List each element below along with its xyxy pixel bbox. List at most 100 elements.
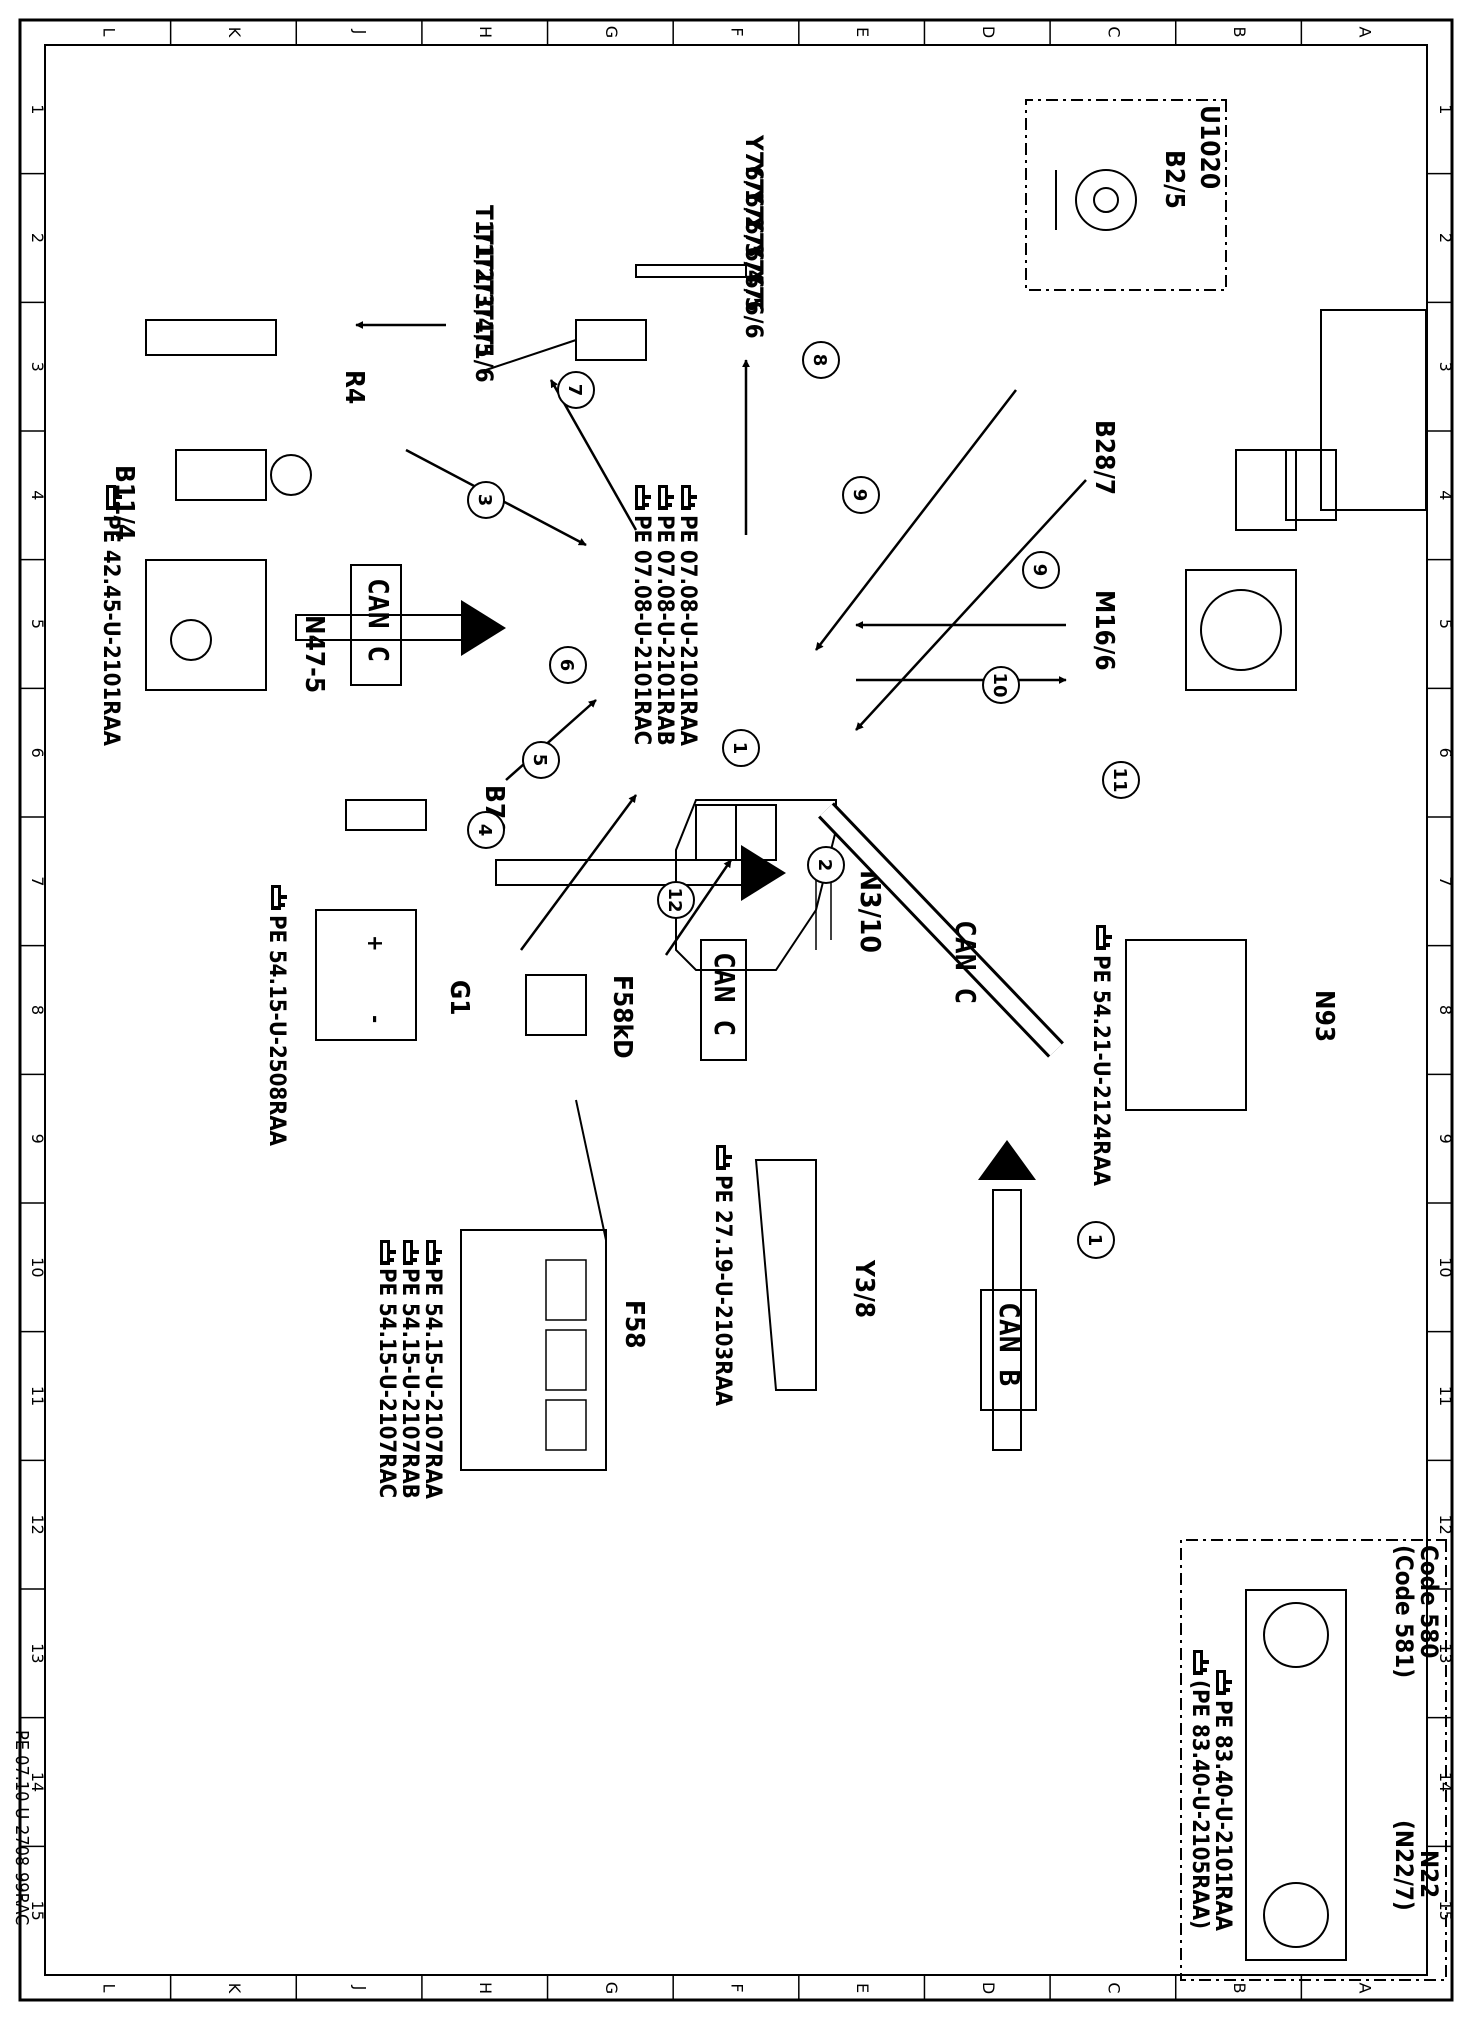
ref-n3-10-1: PE 07.08-U-2101RAA [675, 515, 700, 747]
n47-5-group: N47-5 PE 42.45-U-2101RAA [98, 485, 329, 747]
n22-box: Code 580 (Code 581) N22 (N22/7) PE 83.40… [1180, 1539, 1447, 1981]
m16-6-group: M16/6 [1089, 569, 1297, 691]
svg-text:-: - [362, 1015, 387, 1023]
battery-icon [315, 909, 417, 1041]
grid-col-label: L [99, 28, 118, 37]
number-badge [557, 371, 595, 409]
number-badge-label: 1 [729, 742, 750, 755]
grid-col-label: A [1356, 1983, 1375, 1994]
grid-col-label: A [1356, 27, 1375, 38]
b28-7-group: B28/7 [1089, 309, 1427, 531]
label-r4: R4 [339, 370, 369, 404]
grid-col-label: E [853, 1983, 872, 1993]
grid-col-label: B [1230, 1983, 1249, 1994]
ref-n22: PE 83.40-U-2101RAA [1210, 1700, 1235, 1932]
grid-row-label: 14 [28, 1772, 47, 1792]
svg-text:+: + [362, 935, 387, 952]
number-badge [549, 646, 587, 684]
f58kd-group: F58kD [525, 974, 637, 1059]
label-y76-4: Y76/4 [740, 215, 768, 285]
valve-body-icon [754, 1159, 817, 1391]
grid-col-label: H [476, 1982, 495, 1994]
label-y76-1: Y76/1 [740, 134, 768, 204]
grid-row-label: 9 [1436, 1134, 1455, 1144]
grid-col-label: J [351, 29, 370, 35]
number-badge-label: 1 [1084, 1234, 1105, 1247]
label-can-c-mid: CAN C [708, 952, 741, 1036]
ref-f58-3: PE 54.15-U-2107RAC [374, 1268, 399, 1498]
number-badge [522, 741, 560, 779]
coil-icon [575, 319, 647, 361]
label-y76-3: Y76/3 [740, 188, 768, 258]
u1020-box: U1020 B2/5 [1025, 99, 1227, 291]
y3-8-group: Y3/8 PE 27.19-U-2103RAA [710, 1145, 879, 1407]
label-can-c-left: CAN C [362, 578, 395, 662]
injector-icon [635, 264, 747, 278]
grid-row-label: 11 [28, 1386, 47, 1406]
grid-col-label: D [979, 1982, 998, 1994]
grid-col-label: E [853, 27, 872, 37]
grid-col-label: J [351, 1985, 370, 1991]
grid-row-label: 9 [28, 1134, 47, 1144]
grid-row-label: 12 [28, 1514, 47, 1534]
label-m16-6: M16/6 [1089, 590, 1119, 671]
ref-n3-10-3: PE 07.08-U-2101RAC [629, 515, 654, 745]
grid-row-label: 4 [1436, 490, 1455, 500]
can-c-bus-right: CAN C [818, 802, 1064, 1058]
connections [355, 321, 1087, 1241]
number-badge [807, 846, 845, 884]
rotated-content: N3/10 PE 07.08-U-2101RAA PE 07.08-U-2101… [11, 99, 1447, 1981]
ref-f58-1: PE 54.15-U-2107RAA [420, 1268, 445, 1500]
ref-f58-2: PE 54.15-U-2107RAB [397, 1268, 422, 1499]
number-badge-label: 8 [809, 354, 830, 367]
grid-row-label: 15 [1436, 1900, 1455, 1920]
number-badge [842, 476, 880, 514]
crank-sensor-icon [345, 799, 427, 831]
label-n22: N22 [1415, 1850, 1443, 1898]
pressure-sensor-icon [1320, 309, 1427, 511]
grid-row-label: 12 [1436, 1514, 1455, 1534]
label-y76-2: Y76/2 [740, 161, 768, 231]
grid-row-label: 6 [1436, 748, 1455, 758]
relay-icon [525, 974, 587, 1036]
grid-row-label: 5 [1436, 619, 1455, 629]
label-t1-2: T1/2 [470, 230, 498, 283]
throttle-icon [1185, 569, 1297, 691]
grid-row-label: 1 [1436, 104, 1455, 114]
r4-group: R4 [145, 319, 369, 404]
can-b-bus: CAN B [978, 1140, 1037, 1451]
number-badge [467, 811, 505, 849]
fuse-box-icon [460, 1229, 607, 1471]
label-t1-3: T1/3 [470, 255, 498, 308]
label-f58: F58 [619, 1300, 649, 1349]
grid-row-label: 7 [28, 876, 47, 886]
number-badge-label: 4 [474, 824, 495, 837]
grid-row-label: 7 [1436, 876, 1455, 886]
can-c-bus-left: CAN C [295, 564, 506, 686]
number-badge-label: 12 [664, 887, 685, 912]
label-code-580: Code 580 [1415, 1545, 1443, 1658]
number-badge-label: 5 [529, 754, 550, 767]
number-badge [1077, 1221, 1115, 1259]
number-badge [1022, 551, 1060, 589]
number-badge-label: 11 [1109, 767, 1130, 792]
grid-col-label: D [979, 26, 998, 38]
temp-sensor-icon [175, 449, 267, 501]
label-t1-5: T1/5 [470, 305, 498, 358]
n93-group: N93 PE 54.21-U-2124RAA [1088, 925, 1339, 1187]
grid-row-label: 2 [28, 233, 47, 243]
b11-4-group: B11/4 [109, 449, 312, 540]
grid-row-label: 11 [1436, 1386, 1455, 1406]
b2-5-icon [1075, 169, 1137, 231]
grid-row-label: 3 [28, 362, 47, 372]
label-n22-7: (N22/7) [1390, 1820, 1418, 1911]
f58-group: F58 PE 54.15-U-2107RAA PE 54.15-U-2107RA… [374, 1229, 649, 1500]
grid-row-label: 10 [28, 1257, 47, 1277]
grid-row-label: 1 [28, 104, 47, 114]
grid-col-label: B [1230, 27, 1249, 38]
number-badge [802, 341, 840, 379]
grid-col-label: F [728, 1983, 747, 1992]
label-b28-7: B28/7 [1089, 420, 1119, 495]
label-code-581: (Code 581) [1390, 1545, 1418, 1678]
